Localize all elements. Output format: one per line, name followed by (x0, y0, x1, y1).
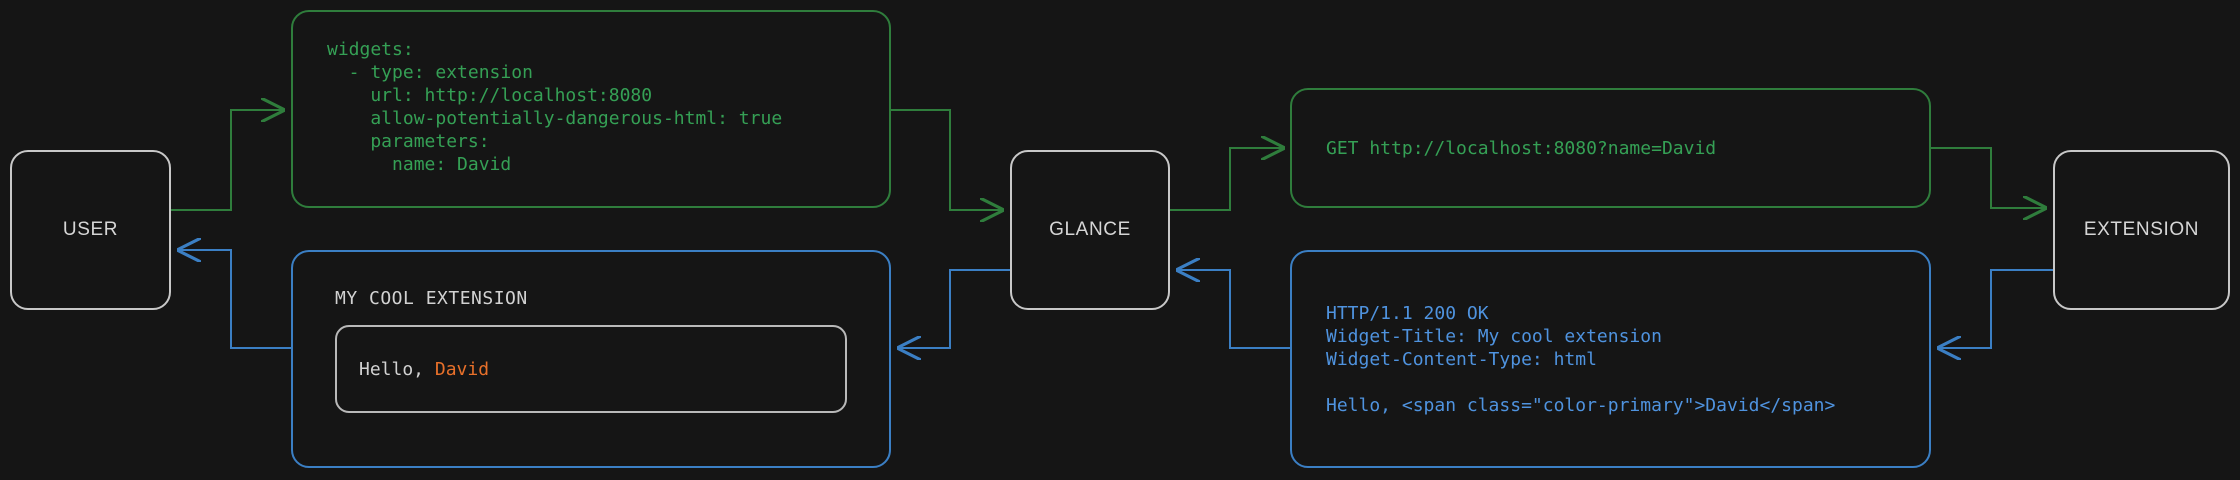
edge-widget-to-user (179, 250, 291, 349)
rendered-widget-box: MY COOL EXTENSION Hello, David (291, 250, 891, 468)
edge-request-to-extension (1931, 147, 2045, 208)
edge-response-to-glance (1178, 270, 1290, 349)
node-user[interactable]: USER (10, 150, 171, 310)
http-response-text: HTTP/1.1 200 OK Widget-Title: My cool ex… (1326, 302, 1836, 416)
node-user-label: USER (62, 219, 119, 240)
http-response-box: HTTP/1.1 200 OK Widget-Title: My cool ex… (1290, 250, 1931, 468)
rendered-widget-inner: MY COOL EXTENSION Hello, David (335, 288, 847, 413)
rendered-widget-greeting-prefix: Hello, (359, 358, 435, 380)
http-get-request-text: GET http://localhost:8080?name=David (1326, 137, 1717, 159)
glance-yaml-config-text: widgets: - type: extension url: http://l… (327, 39, 783, 175)
edge-glance-to-request (1170, 148, 1283, 211)
edge-extension-to-response (1939, 269, 2053, 348)
rendered-widget-card: Hello, David (335, 325, 847, 413)
http-get-request-box: GET http://localhost:8080?name=David (1290, 88, 1931, 208)
node-glance-label: GLANCE (1049, 219, 1131, 240)
rendered-widget-greeting: Hello, David (359, 359, 489, 380)
rendered-widget-greeting-name: David (434, 358, 490, 380)
edge-user-to-config (171, 110, 283, 211)
edge-glance-to-widget (899, 269, 1010, 348)
node-extension-label: EXTENSION (2083, 219, 2200, 240)
node-glance[interactable]: GLANCE (1010, 150, 1170, 310)
edge-config-to-glance (891, 109, 1002, 210)
glance-yaml-config-box: widgets: - type: extension url: http://l… (291, 10, 891, 208)
node-extension[interactable]: EXTENSION (2053, 150, 2230, 310)
rendered-widget-title: MY COOL EXTENSION (335, 288, 528, 309)
